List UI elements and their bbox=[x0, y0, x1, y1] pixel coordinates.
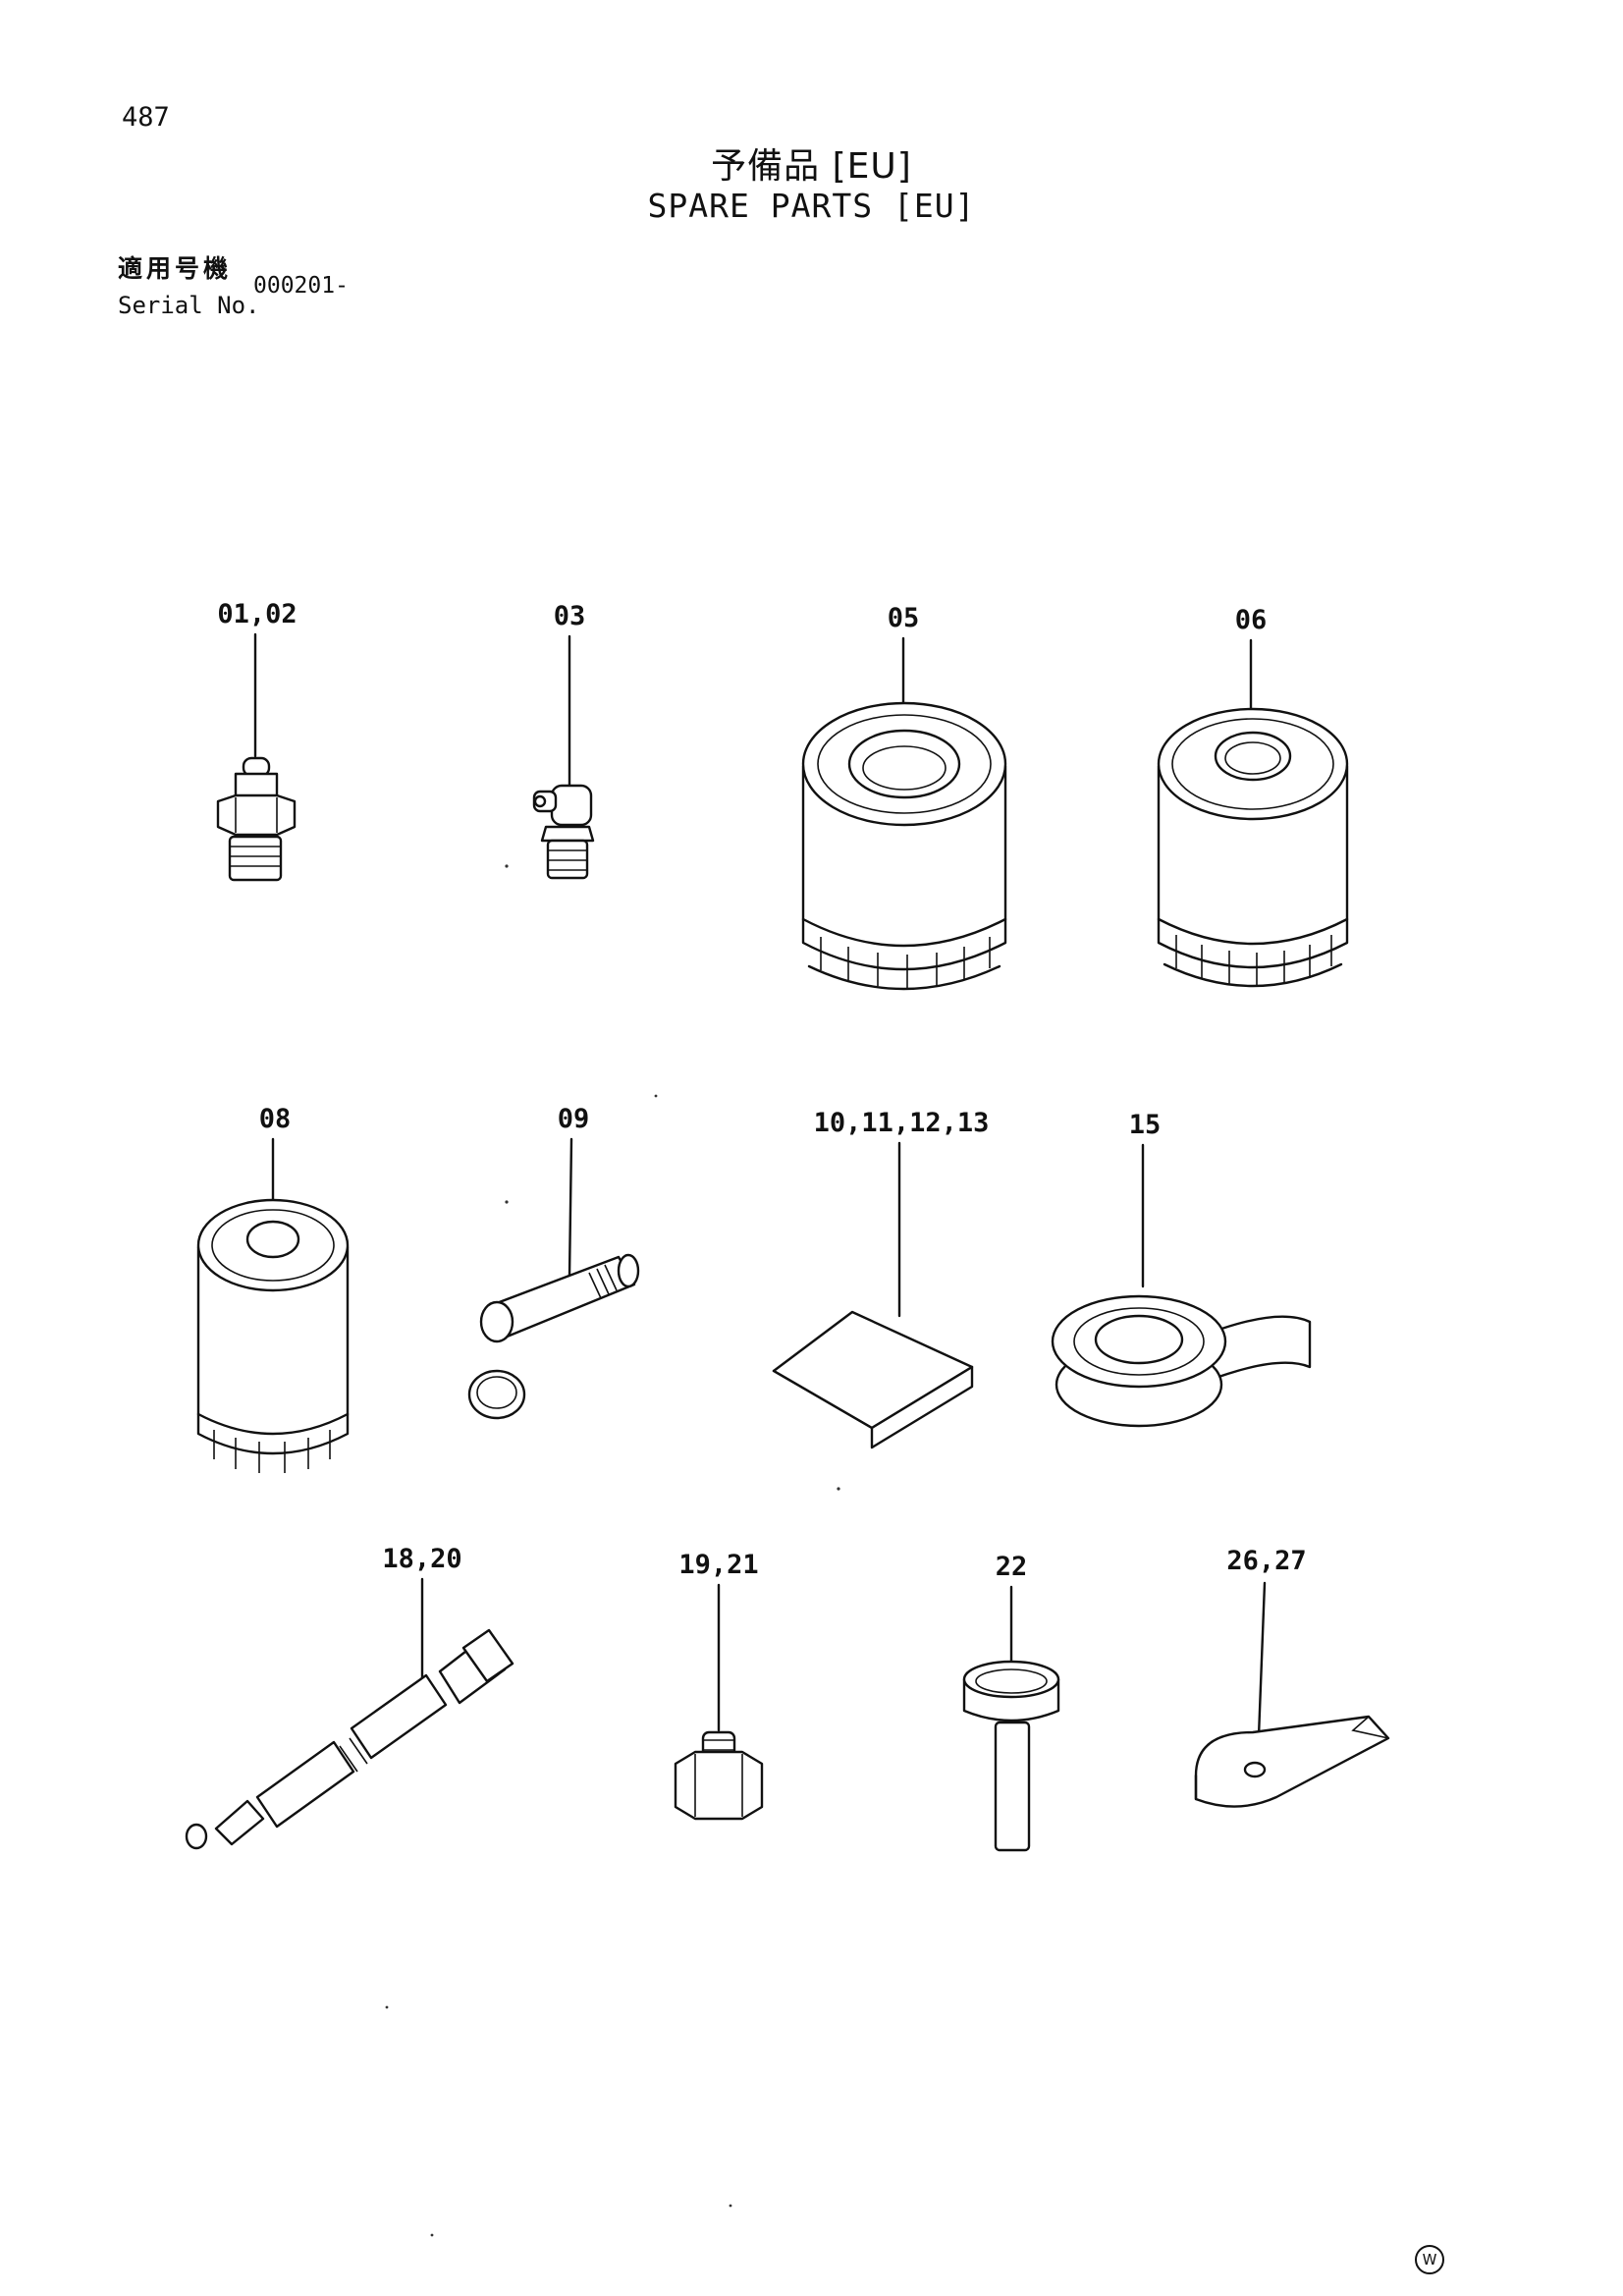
callout-18-20: 18,20 bbox=[382, 1544, 461, 1574]
callout-15: 15 bbox=[1129, 1110, 1162, 1140]
tag-plate-icon bbox=[1194, 1715, 1390, 1808]
callout-06: 06 bbox=[1235, 605, 1268, 635]
publisher-mark: W bbox=[1415, 2245, 1444, 2274]
callout-09: 09 bbox=[558, 1104, 590, 1134]
callout-05: 05 bbox=[888, 603, 920, 633]
serial-value: 000201- bbox=[253, 273, 349, 299]
page-title-en: SPARE PARTS [EU] bbox=[647, 187, 976, 225]
filter-cartridge-large-icon bbox=[801, 701, 1007, 991]
seal-tape-roll-icon bbox=[1051, 1294, 1312, 1428]
scan-specks bbox=[385, 864, 840, 2237]
grease-nipple-straight-icon bbox=[216, 756, 297, 882]
grease-hose-icon bbox=[185, 1628, 514, 1850]
callout-19-21: 19,21 bbox=[678, 1550, 758, 1580]
filter-element-tall-icon bbox=[196, 1198, 350, 1473]
page-number: 487 bbox=[122, 102, 170, 133]
page-title-jp: 予備品 [EU] bbox=[711, 146, 912, 187]
serial-label-en: Serial No. bbox=[118, 292, 260, 319]
callout-26-27: 26,27 bbox=[1226, 1546, 1306, 1576]
filter-cartridge-icon bbox=[1157, 707, 1349, 988]
grease-nipple-angled-icon bbox=[532, 784, 595, 880]
callout-22: 22 bbox=[996, 1552, 1028, 1582]
callout-01-02: 01,02 bbox=[217, 599, 297, 629]
cap-with-rod-icon bbox=[962, 1660, 1060, 1852]
callout-08: 08 bbox=[259, 1104, 292, 1134]
callout-03: 03 bbox=[554, 601, 586, 631]
strainer-tube-icon bbox=[467, 1253, 640, 1420]
adapter-fitting-icon bbox=[674, 1730, 764, 1821]
callout-10-11-12-13: 10,11,12,13 bbox=[814, 1108, 990, 1138]
leader-lines bbox=[253, 632, 1267, 1738]
gasket-sheet-icon bbox=[772, 1310, 974, 1449]
serial-label-jp: 適用号機 bbox=[118, 254, 233, 283]
